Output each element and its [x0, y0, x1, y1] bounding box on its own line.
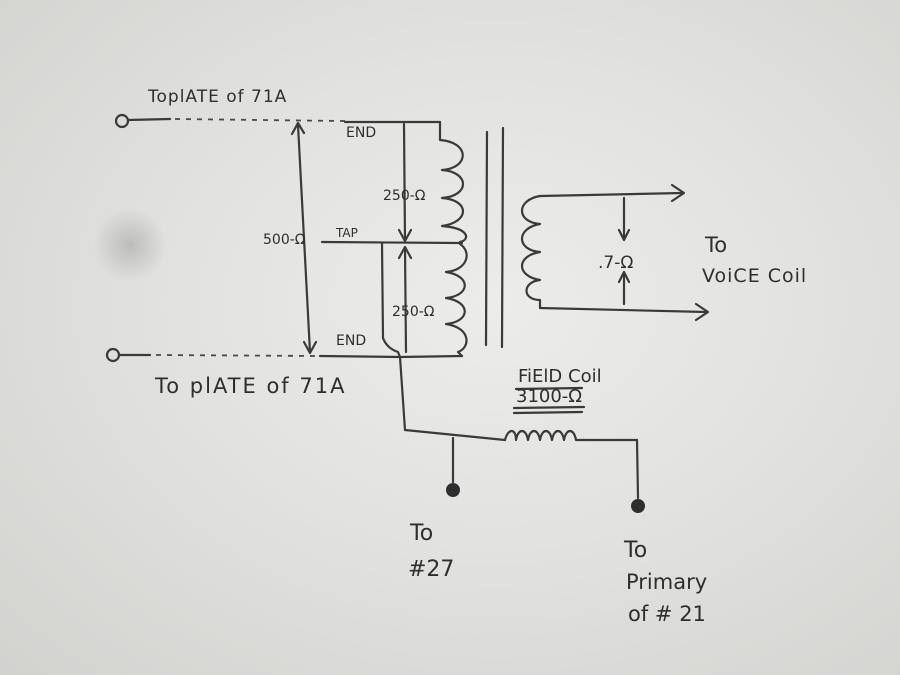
upper-half-dim-arrow-icon [397, 228, 413, 243]
bplus-horizontal-wire [403, 428, 507, 442]
field-res-label: 3100-Ω [516, 386, 582, 407]
top-plate-label: ToplATE of 71A [147, 87, 287, 107]
lower-half-label: 250-Ω [392, 304, 435, 320]
tap-drop-wire [380, 241, 385, 340]
total-dim-top-arrow-icon [290, 121, 306, 136]
bottom-plate-dashed-lead [155, 354, 321, 357]
t21-primary-label: Primary [626, 570, 707, 594]
t27-num-label: #27 [408, 557, 454, 582]
end-bottom-label: END [336, 333, 366, 349]
voice-coil-label: VoiCE Coil [702, 265, 807, 287]
lower-half-dim-arrow-icon [397, 245, 413, 260]
t27-terminal [446, 483, 460, 497]
primary21-drop-wire [635, 438, 640, 500]
voice-coil-bottom-wire [538, 306, 708, 314]
primary-winding-lower [444, 242, 468, 358]
bplus-drop-wire [398, 355, 407, 432]
top-plate-terminal [114, 113, 130, 129]
top-plate-dashed-lead [174, 118, 346, 122]
secondary-label: .7-Ω [598, 253, 633, 273]
top-plate-lead [126, 117, 172, 122]
primary-bottom-wire-right [398, 354, 464, 359]
total-dim-line [296, 123, 312, 354]
center-tap-wire [320, 240, 464, 245]
t21-to-label: To [623, 538, 647, 563]
field-coil-winding [503, 429, 586, 442]
upper-half-label: 250-Ω [383, 188, 426, 204]
lower-half-dim-line [403, 246, 408, 354]
field-coil-underline [514, 386, 584, 391]
total-label: 500-Ω [263, 232, 306, 248]
voice-coil-bottom-arrow-icon [694, 302, 710, 322]
core-line-right [500, 126, 505, 349]
bottom-plate-terminal [105, 347, 121, 363]
field-coil-label: FiElD Coil [518, 366, 602, 387]
t21-terminal [631, 499, 645, 513]
bottom-plate-label: To plATE of 71A [154, 374, 346, 398]
voice-to-label: To [704, 233, 727, 257]
field-res-underline-2 [512, 410, 584, 415]
t21-num-label: of # 21 [628, 602, 706, 626]
secondary-dim-bottom-arrow-icon [617, 270, 631, 284]
secondary-winding [521, 194, 542, 310]
end-top-label: END [346, 125, 376, 141]
secondary-dim-top-arrow-icon [617, 228, 631, 242]
voice-coil-top-arrow-icon [670, 183, 686, 203]
core-line-left [484, 130, 489, 347]
tap-bend [381, 336, 402, 359]
t27-to-label: To [409, 521, 433, 546]
field-res-underline-1 [512, 405, 586, 410]
upper-half-dim-line [402, 122, 407, 242]
voice-coil-top-wire [538, 191, 684, 198]
primary-bottom-wire-left [318, 354, 402, 359]
primary-winding-upper [438, 120, 468, 244]
total-dim-bottom-arrow-icon [302, 340, 318, 355]
tap-label: TAP [335, 226, 358, 240]
